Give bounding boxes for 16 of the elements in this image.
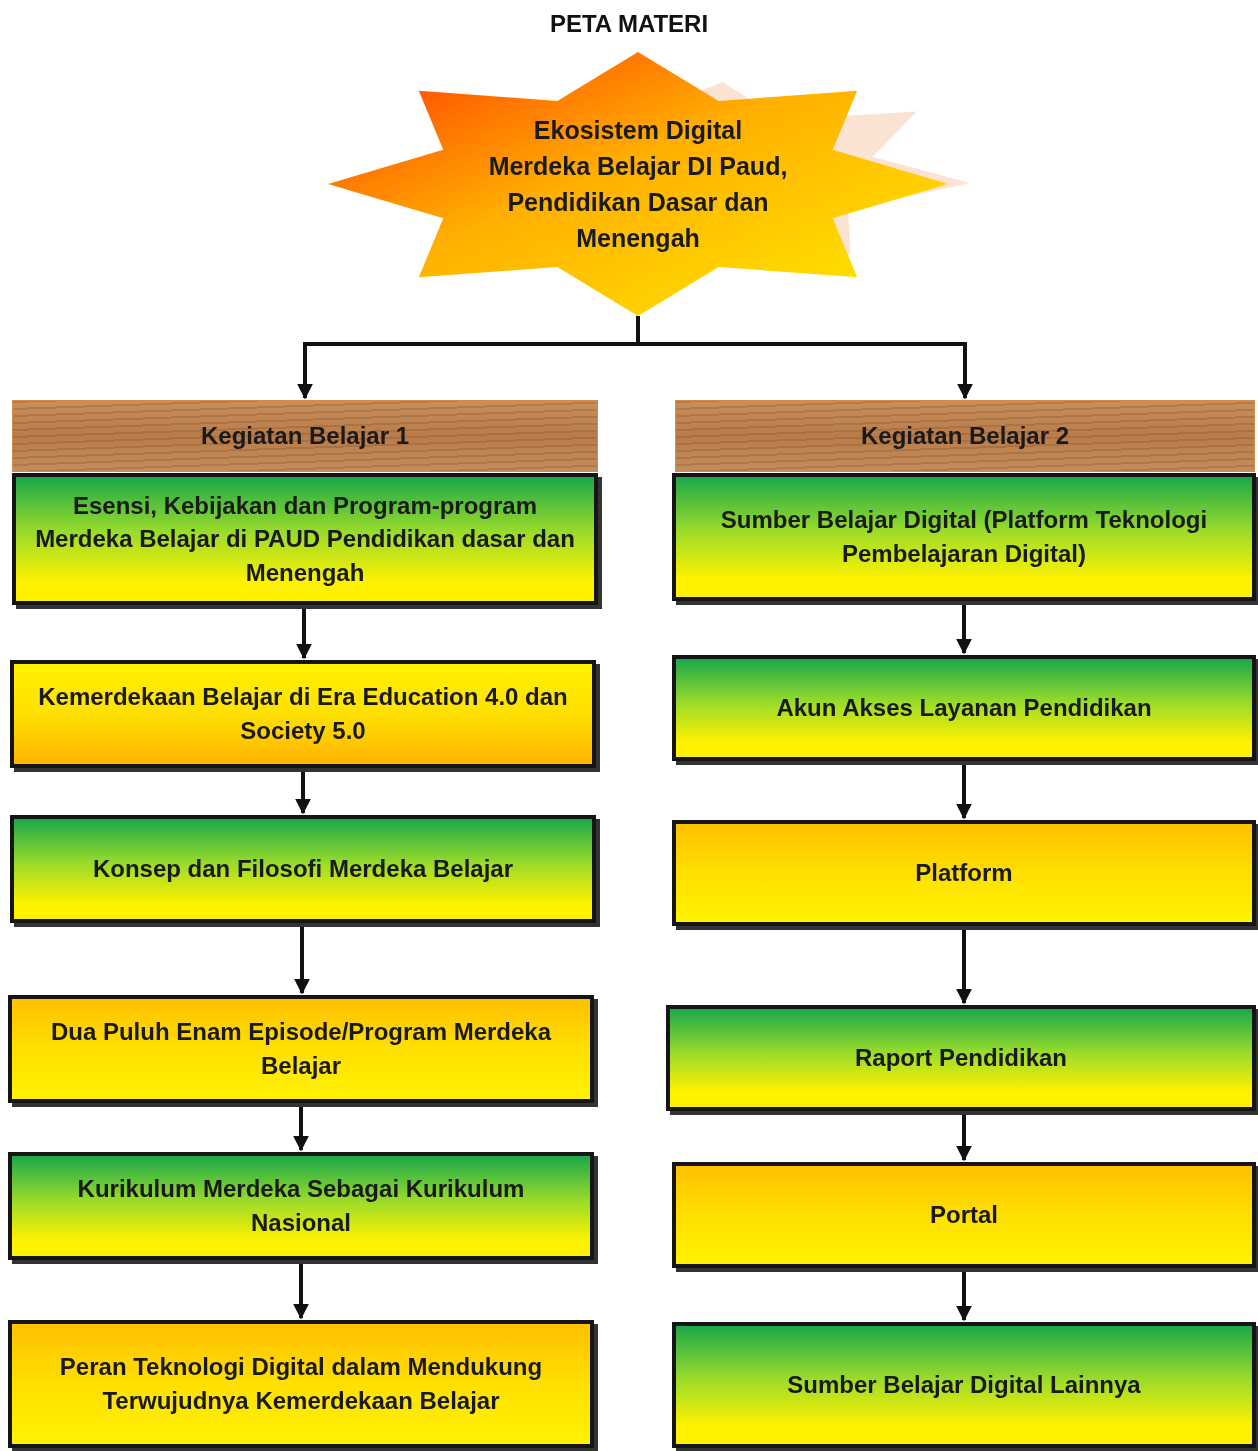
arrow bbox=[956, 1272, 972, 1322]
arrow bbox=[956, 930, 972, 1005]
arrow bbox=[293, 1264, 309, 1320]
section-header: Kegiatan Belajar 1 bbox=[12, 400, 598, 472]
arrow bbox=[956, 1115, 972, 1162]
topic-box: Sumber Belajar Digital Lainnya bbox=[672, 1322, 1256, 1448]
arrow bbox=[295, 772, 311, 815]
diagram-title: PETA MATERI bbox=[549, 10, 709, 37]
star-label: Ekosistem Digital Merdeka Belajar DI Paud, Pendidikan Dasar dan Menengah bbox=[488, 114, 788, 255]
arrow bbox=[294, 927, 310, 995]
arrow bbox=[956, 605, 972, 655]
arrow bbox=[956, 765, 972, 820]
arrow bbox=[636, 316, 973, 400]
arrow bbox=[296, 609, 312, 660]
section-header: Kegiatan Belajar 2 bbox=[675, 400, 1255, 472]
arrow bbox=[293, 1107, 309, 1152]
